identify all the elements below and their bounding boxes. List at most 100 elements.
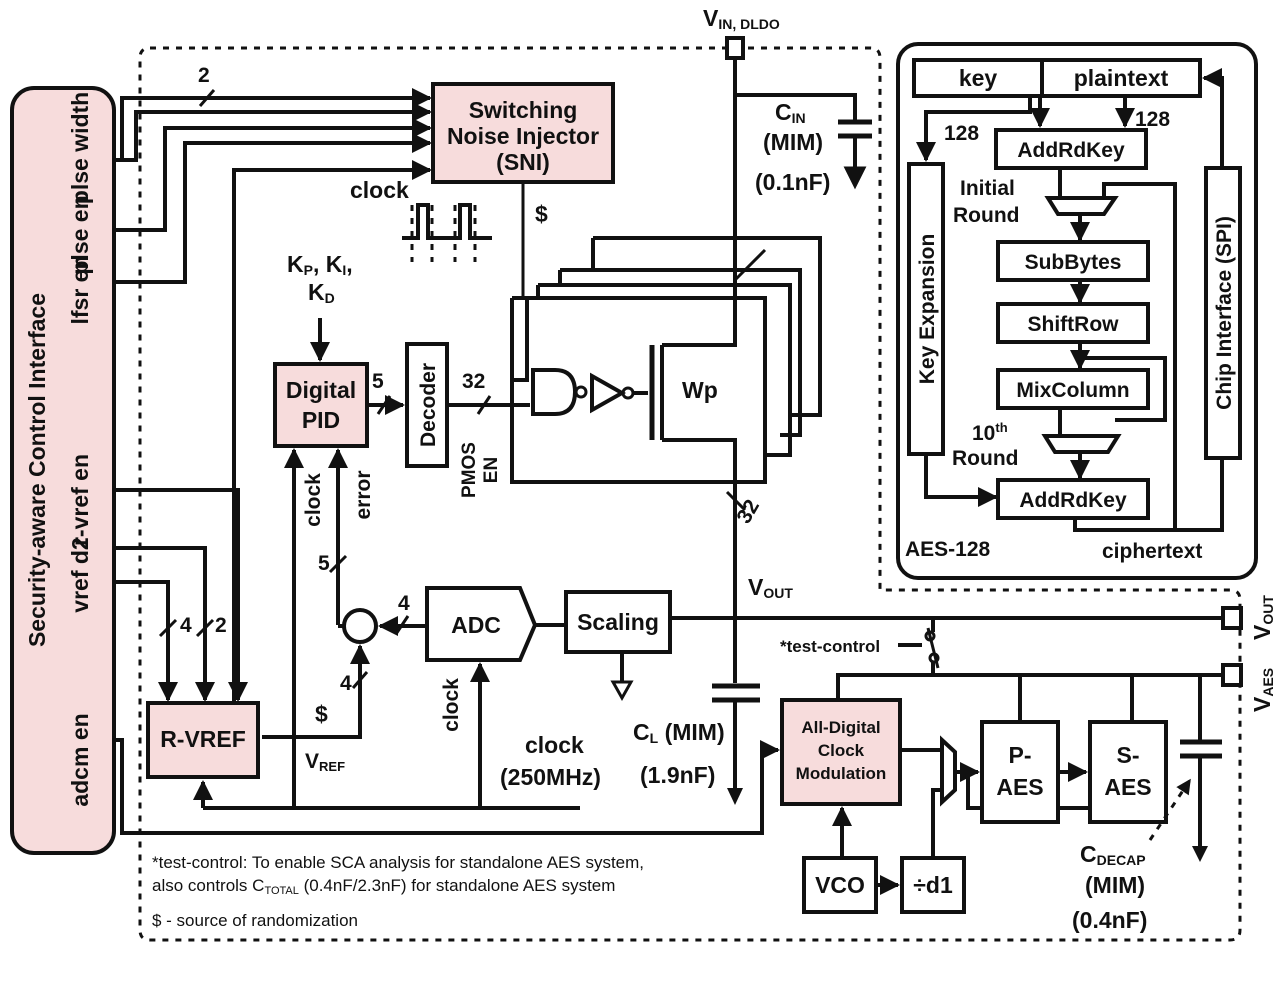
aes-ciphertext-label: ciphertext <box>1102 540 1202 563</box>
vout-label: VOUT <box>748 574 793 601</box>
decoder-bus-32: 32 <box>462 370 485 393</box>
scaling-label: Scaling <box>577 609 659 635</box>
error-label: error <box>352 470 375 519</box>
kd-label: KD <box>308 279 335 306</box>
vco-label: VCO <box>815 872 865 898</box>
pulse-width-label: plse width <box>67 92 93 204</box>
vref-d2-label: vref d2 <box>67 537 93 612</box>
pulse-en-label: plse en <box>67 195 93 274</box>
test-control-label: *test-control <box>780 637 880 656</box>
aes-key-expansion-label: Key Expansion <box>916 234 939 385</box>
buffer-icon <box>590 372 627 414</box>
control-interface-label: Security-aware Control Interface <box>24 293 50 647</box>
adc-label: ADC <box>451 612 501 638</box>
aes-key-label: key <box>959 65 998 91</box>
clock-adc-label: clock <box>440 678 463 732</box>
dollar-rvref: $ <box>315 701 328 727</box>
nand-gate-icon <box>531 368 578 416</box>
vco <box>802 856 878 914</box>
aes-chip-interface-label: Chip Interface (SPI) <box>1213 216 1236 410</box>
pid-label-line1: Digital <box>286 377 356 403</box>
error-summing-node <box>342 608 378 644</box>
aes-addrdkey-1-label: AddRdKey <box>1017 139 1125 162</box>
r-vref-en-label: r-vref en <box>67 454 93 546</box>
vref-label: VREF <box>305 750 345 774</box>
cin-label: CIN <box>775 99 806 126</box>
clock-250-label: clock <box>525 732 584 758</box>
clock-mux-icon <box>940 735 957 807</box>
all-digital-clock-modulation <box>780 698 902 806</box>
bus-4-vref: 4 <box>340 672 352 695</box>
cdecap-label: CDECAP <box>1080 841 1146 868</box>
s-aes-label-2: AES <box>1104 774 1151 800</box>
dollar-sni: $ <box>535 201 548 227</box>
cin-mim: (MIM) <box>763 129 823 155</box>
adcm-label-line1: All-Digital <box>801 718 880 737</box>
pid-bus-5: 5 <box>372 370 384 393</box>
cdecap-mim: (MIM) <box>1085 872 1145 898</box>
aes-shiftrow <box>996 302 1150 344</box>
digital-pid <box>273 362 369 448</box>
bus-5-error: 5 <box>318 552 330 575</box>
vout-pin-label: VOUT <box>1249 595 1276 640</box>
aes-plaintext-label: plaintext <box>1074 65 1169 91</box>
adc <box>425 586 538 662</box>
p-aes-label-2: AES <box>996 774 1043 800</box>
clock-250-value: (250MHz) <box>500 764 601 790</box>
vout-pin <box>1221 606 1243 630</box>
pmos-en-label: PMOS <box>459 442 480 498</box>
vin-pin <box>725 36 745 60</box>
decoder <box>405 342 449 468</box>
kpid-label: KP, KI, <box>287 251 353 278</box>
bus-4-adc: 4 <box>398 592 410 615</box>
lfsr-en-label: lfsr en <box>67 255 93 324</box>
aes-shiftrow-label: ShiftRow <box>1028 313 1120 336</box>
divider-label: ÷d1 <box>913 872 953 898</box>
aes-key-expansion <box>907 162 945 456</box>
sni-label-line2: Noise Injector <box>447 123 599 149</box>
cl-label: CL (MIM) <box>633 719 725 746</box>
aes-addrdkey-2-label: AddRdKey <box>1019 489 1127 512</box>
decoder-label: Decoder <box>417 363 440 447</box>
aes-mixcolumn-label: MixColumn <box>1016 379 1129 402</box>
scaling <box>564 590 672 654</box>
cin-value: (0.1nF) <box>755 169 830 195</box>
note-line-3: $ - source of randomization <box>152 911 358 930</box>
vaes-pin-label: VAES <box>1249 668 1276 712</box>
aes-subbytes-label: SubBytes <box>1025 251 1122 274</box>
aes-mixcolumn <box>996 368 1150 410</box>
p-aes-label-1: P- <box>1009 742 1032 768</box>
bus-4-left: 4 <box>180 614 192 637</box>
aes-plaintext-box <box>1040 58 1202 98</box>
pmos-en-label-2: EN <box>481 457 502 483</box>
r-vref-label: R-VREF <box>160 726 246 752</box>
p-aes <box>980 720 1060 824</box>
adcm-label-line2: Clock <box>818 741 865 760</box>
sni-label-line1: Switching <box>469 97 578 123</box>
wp-label: Wp <box>682 377 718 403</box>
clock-waveform-icon <box>402 203 492 240</box>
aes-title: AES-128 <box>905 538 991 561</box>
aes-bus-128-a: 128 <box>944 122 979 145</box>
cdecap-value: (0.4nF) <box>1072 907 1147 933</box>
aes-subbytes <box>996 240 1150 282</box>
aes-addrdkey-1 <box>994 128 1148 170</box>
sni-label-line3: (SNI) <box>496 149 550 175</box>
r-vref <box>146 701 260 779</box>
bus-2-left: 2 <box>215 614 227 637</box>
aes-bus-128-b: 128 <box>1135 108 1170 131</box>
aes-initial-label-2: Round <box>953 204 1019 227</box>
aes-tenth-label-2: Round <box>952 447 1018 470</box>
clock-sni-label: clock <box>350 177 409 203</box>
note-line-1: *test-control: To enable SCA analysis fo… <box>152 853 644 872</box>
note-line-2: also controls CTOTAL (0.4nF/2.3nF) for s… <box>152 876 615 897</box>
cl-value: (1.9nF) <box>640 762 715 788</box>
clock-pid-label: clock <box>302 473 325 527</box>
bus-2-top: 2 <box>198 64 210 87</box>
s-aes <box>1088 720 1168 824</box>
vaes-pin <box>1221 663 1243 687</box>
adcm-label-line3: Modulation <box>796 764 887 783</box>
s-aes-label-1: S- <box>1117 742 1140 768</box>
